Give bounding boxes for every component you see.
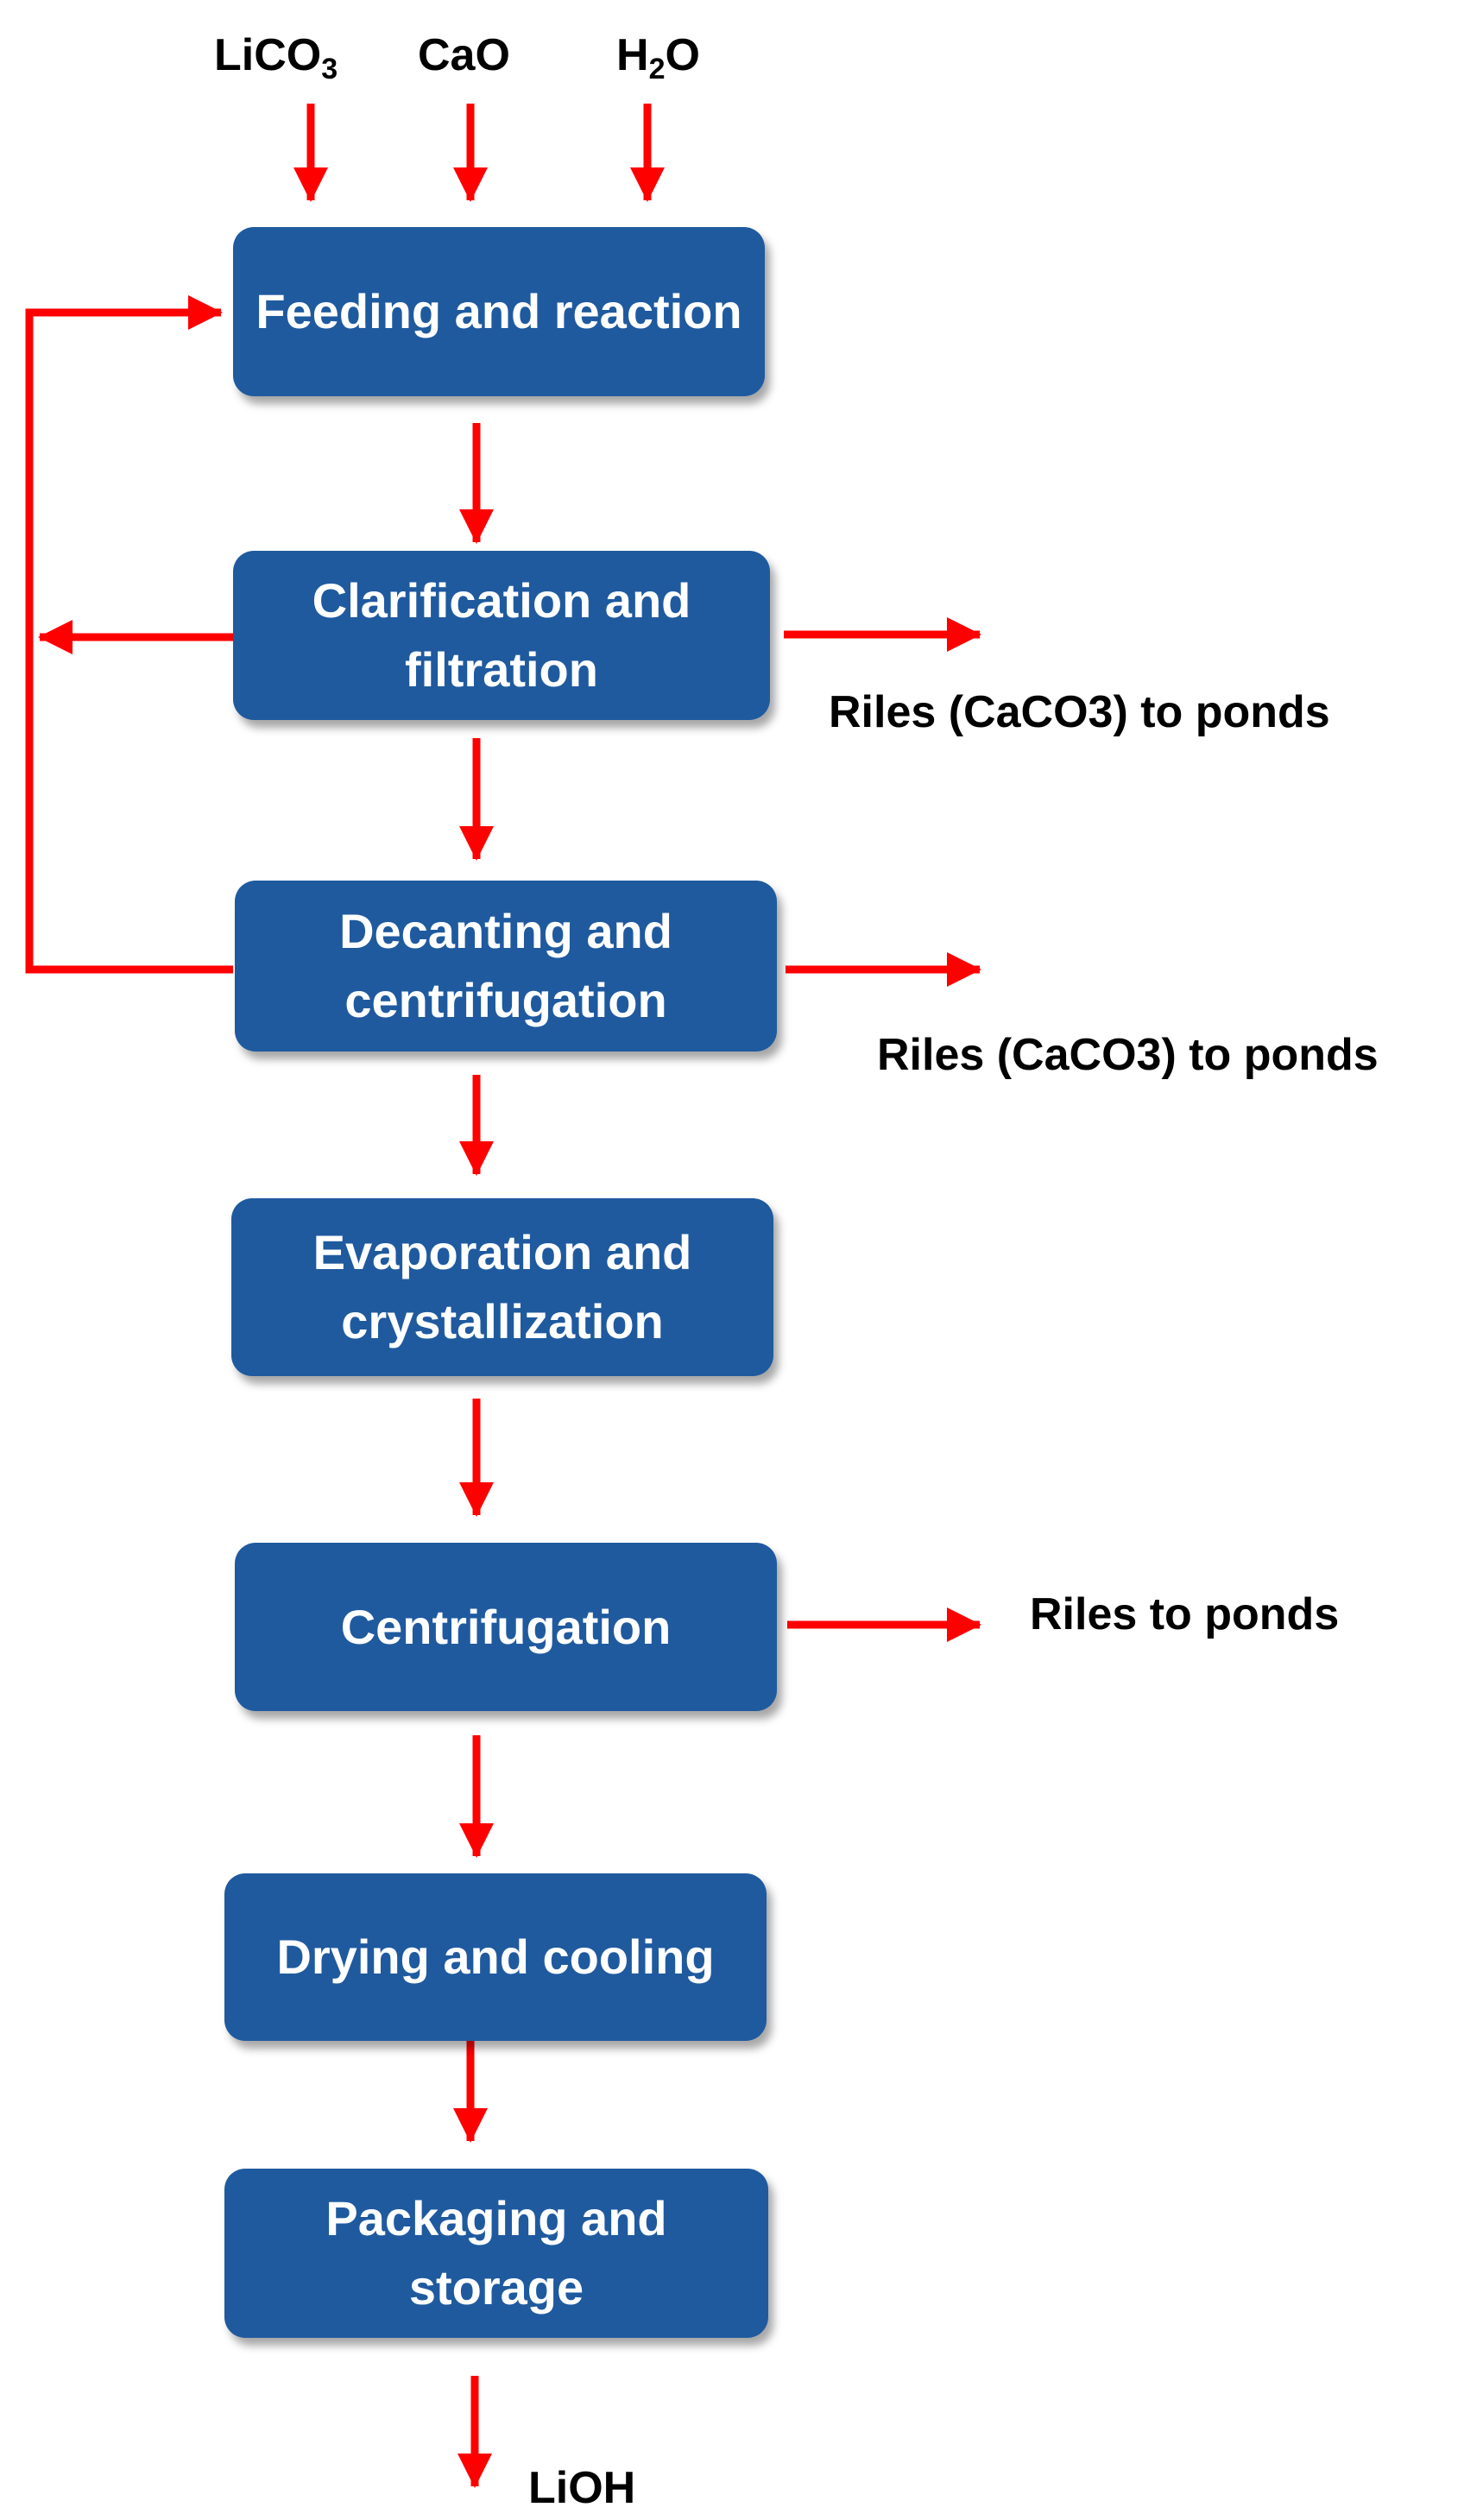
- step-evaporation-crystallization: Evaporation and crystallization: [231, 1198, 773, 1376]
- step-feeding-reaction: Feeding and reaction: [233, 227, 765, 396]
- step-centrifugation: Centrifugation: [235, 1543, 777, 1711]
- input-label-cao: CaO: [418, 30, 510, 80]
- step-packaging-storage: Packaging and storage: [224, 2169, 768, 2338]
- step-drying-cooling: Drying and cooling: [224, 1873, 767, 2041]
- step-decanting-centrifugation: Decanting and centrifugation: [235, 881, 777, 1052]
- product-label: LiOH: [528, 2463, 636, 2513]
- riles-label-decanting: Riles (CaCO3) to ponds: [877, 1030, 1379, 1080]
- recycle-loop: [25, 295, 233, 974]
- step-clarification-filtration: Clarification and filtration: [233, 551, 770, 720]
- riles-label-clarification: Riles (CaCO3) to ponds: [829, 687, 1330, 737]
- input-label-licarbonate: LiCO3: [214, 30, 338, 85]
- input-label-water: H2O: [616, 30, 700, 85]
- riles-label-centrifugation: Riles to ponds: [1030, 1589, 1340, 1639]
